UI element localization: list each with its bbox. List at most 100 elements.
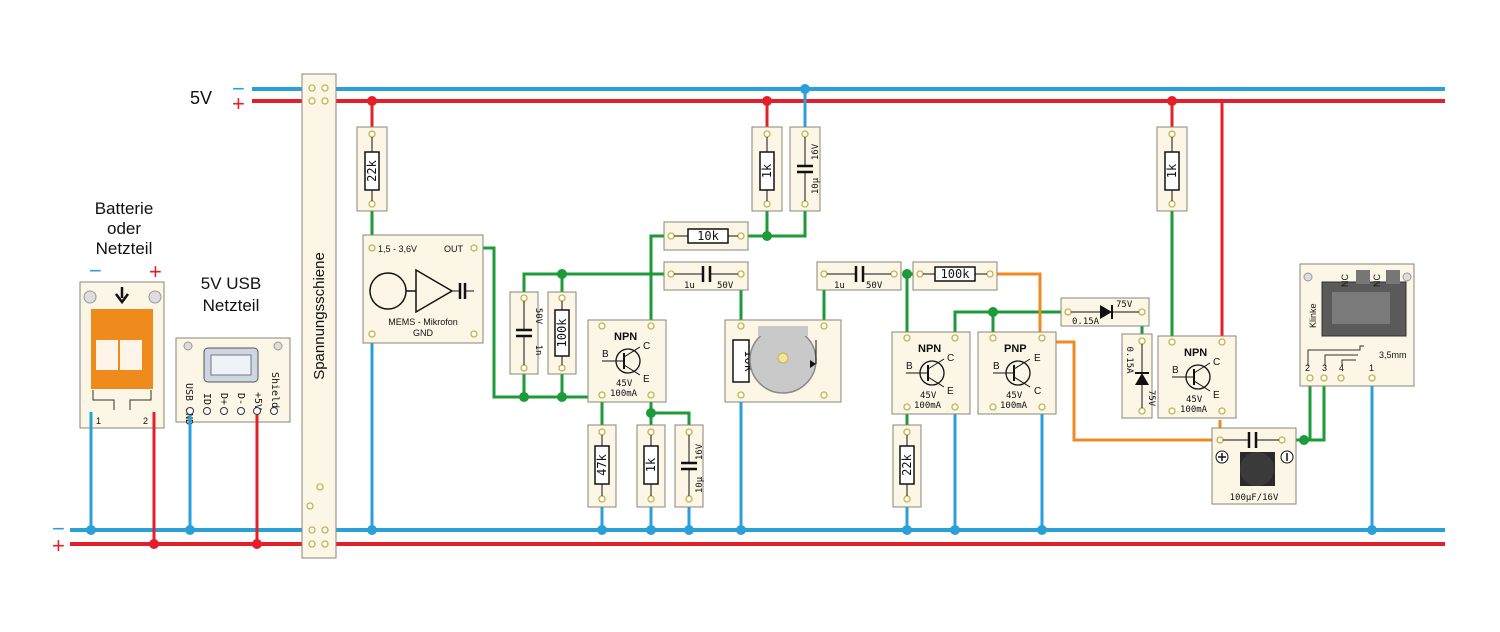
- battery-module: 1 2: [79, 281, 165, 429]
- t2-rating1: 45V: [920, 391, 937, 401]
- battery-title-1: Batterie: [95, 199, 154, 218]
- t2-c: C: [947, 353, 954, 364]
- r1k-b-label: 1k: [1165, 163, 1179, 178]
- diode-v-voltage: 75V: [1146, 390, 1156, 407]
- capacitor-1n: 50V 1n: [509, 291, 543, 375]
- battery-plus-label: +: [149, 259, 162, 284]
- jack-pin-3: 3: [1322, 363, 1327, 373]
- c1u-b-label: 1u: [834, 281, 845, 291]
- c10u-a-label: 10µ: [811, 177, 821, 194]
- rail-top-minus-label: −: [232, 76, 245, 101]
- resistor-10k-h: 10k: [663, 221, 749, 251]
- battery-title-3: Netzteil: [96, 239, 153, 258]
- jack-pin-4: 4: [1339, 363, 1344, 373]
- potentiometer-module: 10k: [724, 319, 842, 403]
- t1-rating1: 45V: [616, 379, 633, 389]
- battery-minus-label: −: [89, 258, 102, 283]
- mic-gnd: GND: [413, 328, 434, 338]
- usb-pin-gnd: USB GND: [183, 383, 194, 425]
- jack-pin-1: 1: [1369, 363, 1374, 373]
- t3-rating1: 45V: [1006, 391, 1023, 401]
- r1k-a-label: 1k: [760, 163, 774, 178]
- t3-b: B: [993, 361, 1000, 372]
- usb-pin-shield: Shield: [269, 372, 280, 408]
- r47k-label: 47k: [595, 453, 609, 475]
- t4-b: B: [1172, 365, 1179, 376]
- spannungsschiene-label: Spannungsschiene: [311, 252, 328, 380]
- mems-microphone-module: 1,5 - 3,6V OUT MEMS - Mikrofon GND: [362, 234, 484, 344]
- jack-pin-2: 2: [1305, 363, 1310, 373]
- diode-h-current: 0.15A: [1072, 317, 1100, 327]
- t2-e: E: [947, 386, 954, 397]
- t2-rating2: 100mA: [914, 401, 942, 411]
- battery-pin-2: 2: [143, 416, 148, 426]
- r22k-bottom-label: 22k: [900, 453, 914, 475]
- t1-b: B: [602, 349, 609, 360]
- resistor-22k-bottom: 22k: [892, 424, 922, 508]
- jack-klinke: Klinke: [1308, 303, 1318, 328]
- arrow-down-icon: [115, 287, 129, 305]
- t2-type: NPN: [918, 343, 941, 355]
- rail-bottom-plus-label: +: [52, 533, 65, 558]
- t3-c: C: [1034, 386, 1041, 397]
- resistor-22k-top: 22k: [356, 126, 388, 212]
- capacitor-10u-b: 16V 10µ: [674, 424, 705, 508]
- t1-rating2: 100mA: [610, 389, 638, 399]
- diode-vertical: 0.15A 75V: [1121, 333, 1156, 419]
- rail-top-plus-label: +: [232, 91, 245, 116]
- buzzer-label: 100µF/16V: [1230, 493, 1279, 503]
- resistor-1k-a: 1k: [751, 126, 783, 212]
- usb-pin-dplus: D+: [218, 393, 229, 405]
- usb-pin-5v: +5V: [252, 392, 263, 410]
- capacitor-1u-a: 1u 50V: [663, 261, 749, 291]
- usb-title-2: Netzteil: [203, 296, 260, 315]
- c1n-voltage: 50V: [533, 308, 543, 325]
- diode-v-current: 0.15A: [1124, 346, 1134, 374]
- r1k-c-label: 1k: [644, 457, 658, 472]
- mic-voltage: 1,5 - 3,6V: [378, 244, 417, 254]
- buzzer-module: 100µF/16V: [1211, 427, 1297, 505]
- rail-5v-label: 5V: [190, 88, 212, 108]
- c10u-b-label: 10µ: [695, 476, 705, 493]
- rail-drops: [367, 84, 1377, 535]
- resistor-47k: 47k: [587, 424, 617, 508]
- resistor-1k-b: 1k: [1156, 126, 1188, 212]
- resistor-100k-h: 100k: [912, 261, 998, 291]
- t3-e: E: [1034, 353, 1041, 364]
- jack-nc-2: NC: [1372, 274, 1382, 287]
- r100k-v-label: 100k: [555, 318, 569, 348]
- r22k-top-label: 22k: [365, 159, 379, 181]
- transistor-t2-npn: NPN B C E 45V 100mA: [891, 331, 971, 415]
- spannungsschiene-strip: Spannungsschiene: [301, 73, 337, 559]
- jack-size: 3,5mm: [1379, 350, 1407, 360]
- t3-rating2: 100mA: [1000, 401, 1028, 411]
- usb-pin-id: ID: [201, 393, 212, 405]
- resistor-100k-v: 100k: [547, 291, 577, 375]
- battery-title-2: oder: [107, 219, 141, 238]
- transistor-t3-pnp: PNP B E C 45V 100mA: [977, 331, 1057, 415]
- c1u-b-voltage: 50V: [866, 281, 883, 291]
- c10u-b-voltage: 16V: [695, 443, 705, 460]
- r10k-h-label: 10k: [697, 229, 719, 243]
- resistor-1k-c: 1k: [636, 424, 666, 508]
- t4-rating2: 100mA: [1180, 405, 1208, 415]
- signal-nodes: [519, 231, 1309, 445]
- audio-jack-module: Klinke NC NC 3,5mm 2 3 4 1: [1299, 263, 1415, 387]
- t1-c: C: [643, 341, 650, 352]
- usb-pin-dminus: D-: [235, 393, 246, 405]
- t4-rating1: 45V: [1186, 395, 1203, 405]
- t1-type: NPN: [614, 331, 637, 343]
- usb-title-1: 5V USB: [201, 274, 261, 293]
- transistor-t4-npn: NPN B C E 45V 100mA: [1157, 335, 1237, 419]
- c10u-a-voltage: 16V: [811, 143, 821, 160]
- c1u-a-voltage: 50V: [717, 281, 734, 291]
- t4-c: C: [1213, 357, 1220, 368]
- capacitor-1u-b: 1u 50V: [816, 261, 902, 291]
- c1n-label: 1n: [533, 345, 543, 356]
- c1u-a-label: 1u: [684, 281, 695, 291]
- t3-type: PNP: [1004, 343, 1027, 355]
- t4-e: E: [1213, 390, 1220, 401]
- rail-bottom-minus-label: −: [52, 516, 65, 541]
- mic-name: MEMS - Mikrofon: [388, 317, 458, 327]
